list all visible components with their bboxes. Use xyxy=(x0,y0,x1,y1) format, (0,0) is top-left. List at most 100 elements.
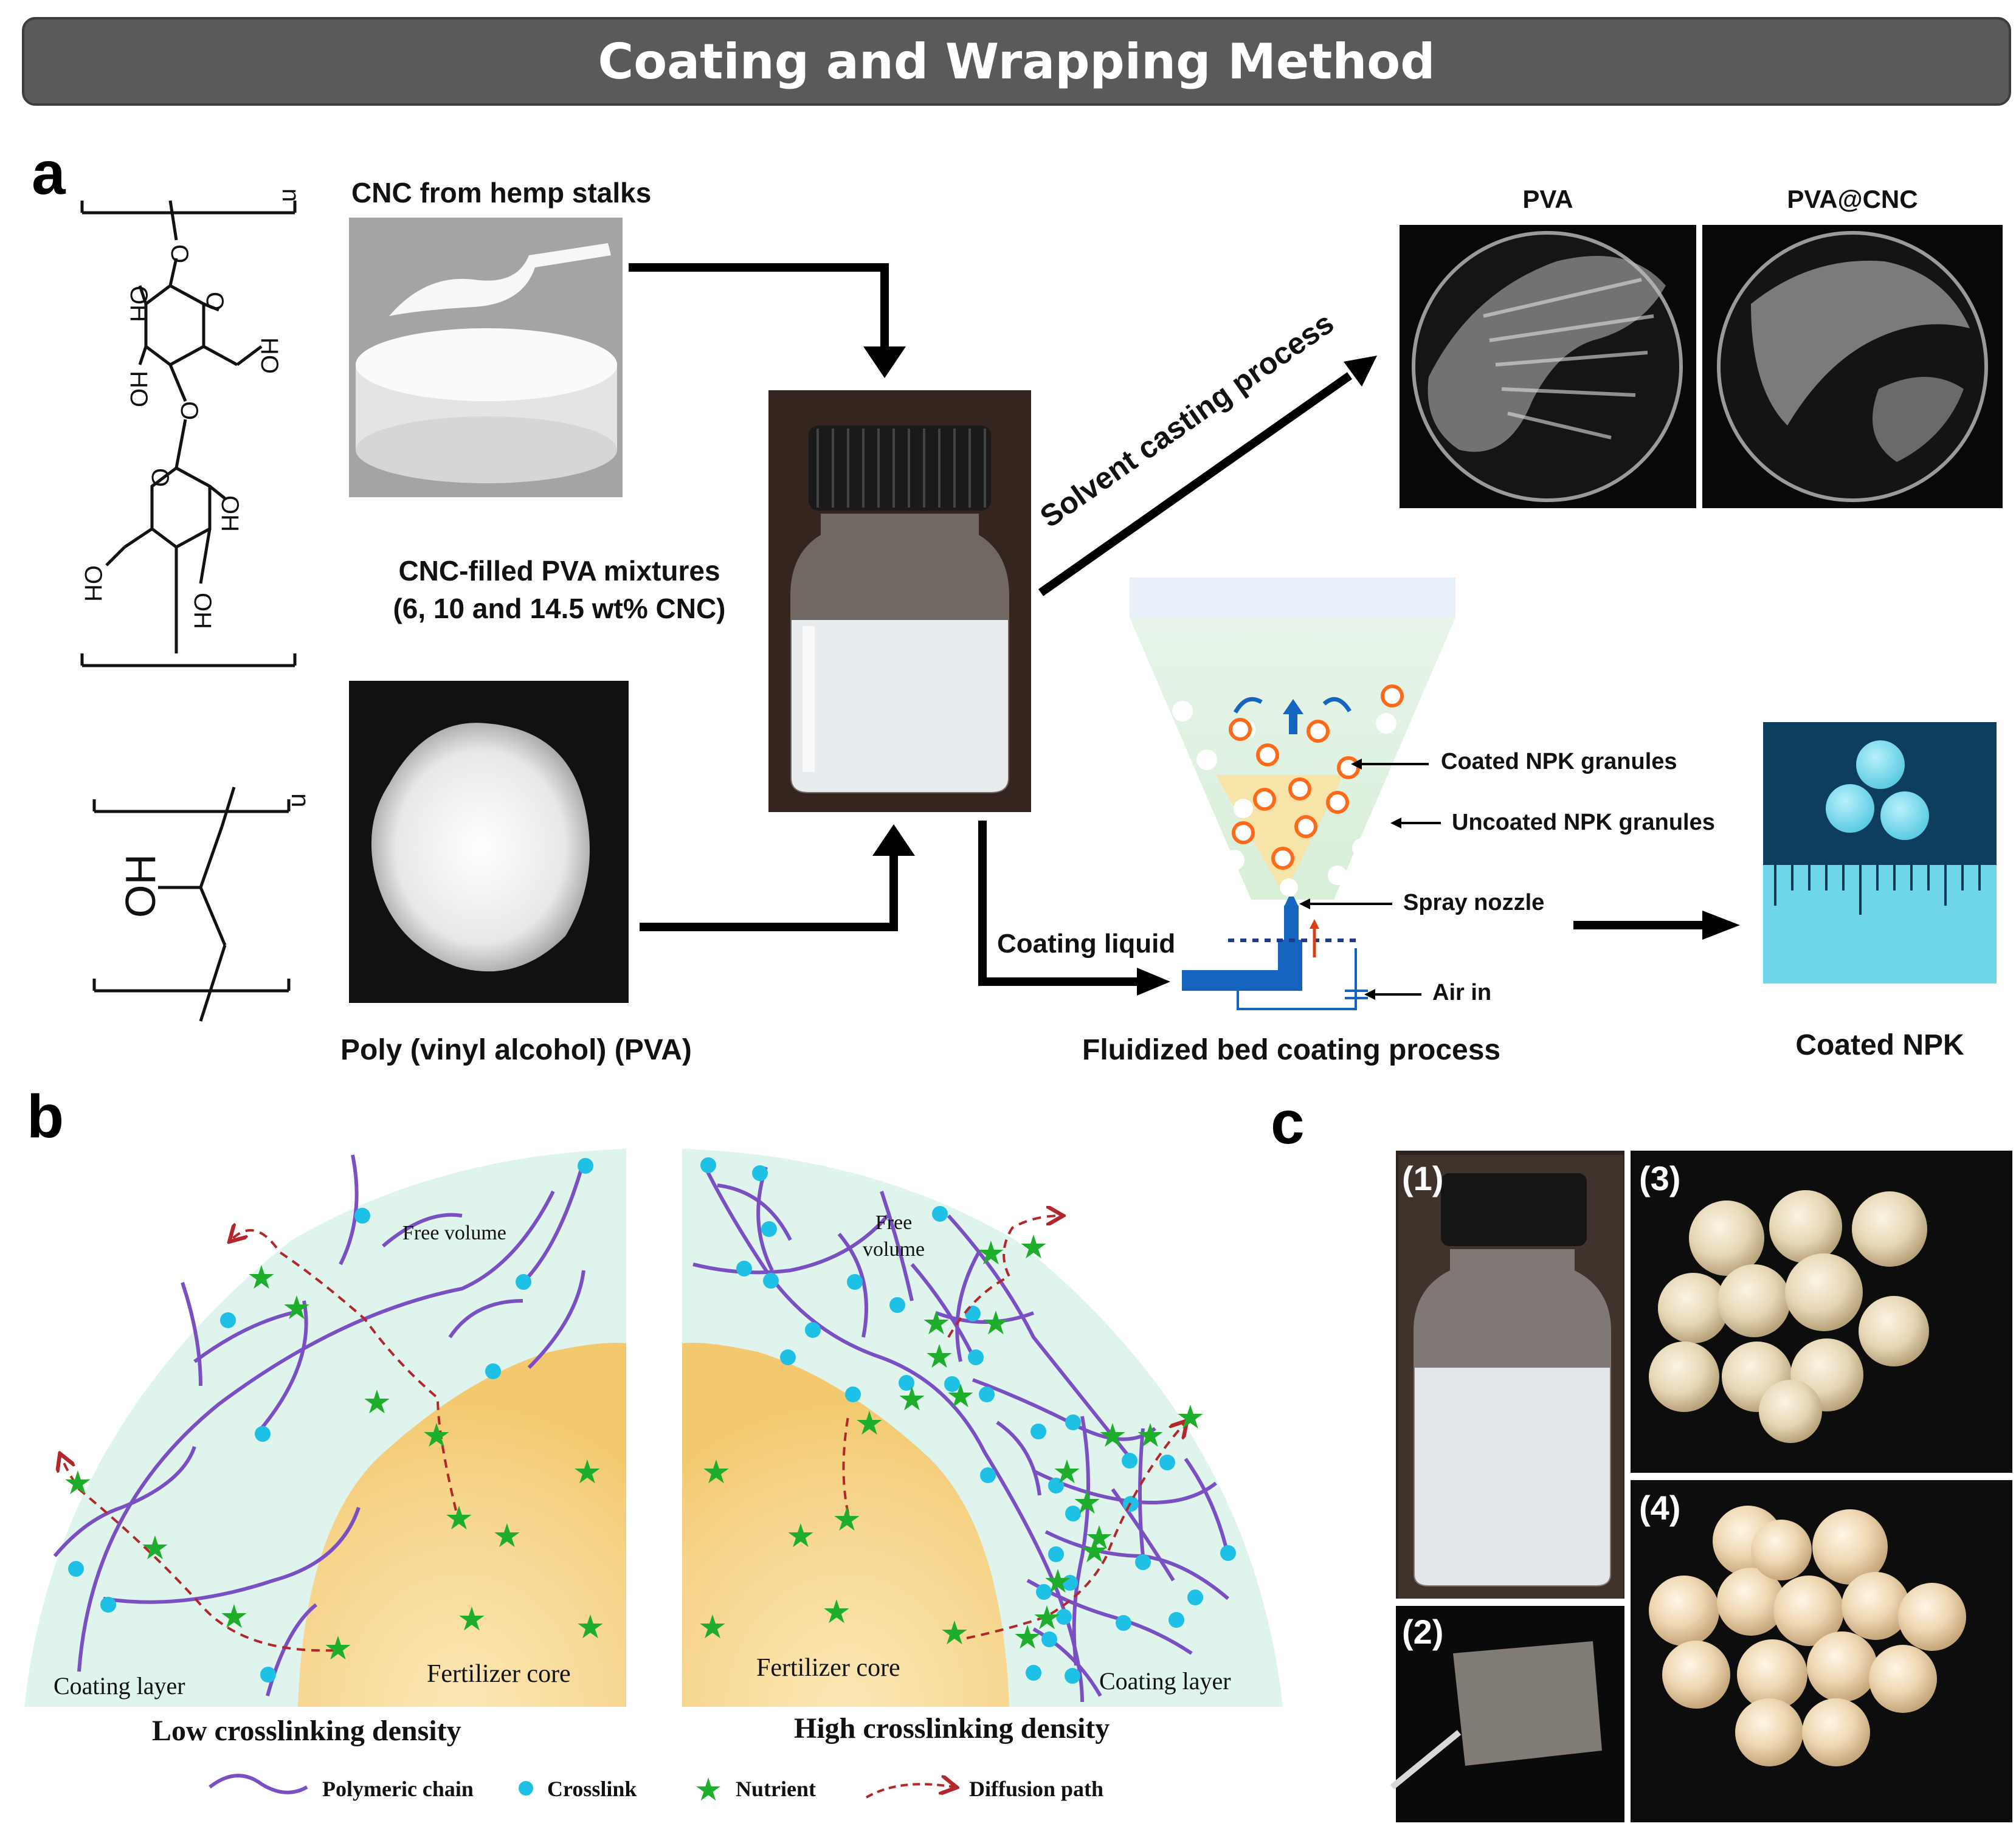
mixture-label: CNC-filled PVA mixtures (6, 10 and 14.5 … xyxy=(340,552,778,627)
film-pva-cnc-label: PVA@CNC xyxy=(1787,185,1918,213)
svg-text:★: ★ xyxy=(247,1258,276,1297)
crosslinks xyxy=(68,1157,1236,1684)
svg-text:★: ★ xyxy=(63,1464,92,1502)
mixture-label-line2: (6, 10 and 14.5 wt% CNC) xyxy=(393,593,726,624)
coating-layer-right: Coating layer xyxy=(1099,1667,1231,1695)
svg-text:★: ★ xyxy=(219,1597,249,1636)
legend-nutrient-label: Nutrient xyxy=(736,1777,816,1801)
ring-oxygen-2: O xyxy=(201,292,228,311)
svg-text:★: ★ xyxy=(702,1453,731,1491)
coating-low-density xyxy=(24,1149,626,1707)
panel-b-legend: ★ xyxy=(209,1772,954,1808)
free-volume-left: Free volume xyxy=(402,1222,506,1244)
repeat-n-bottom: n xyxy=(286,793,315,807)
svg-text:★: ★ xyxy=(1052,1453,1082,1491)
svg-text:★: ★ xyxy=(897,1380,927,1418)
diffusion-paths xyxy=(61,1216,1186,1652)
ring-oxygen-4: O xyxy=(147,468,173,487)
svg-text:★: ★ xyxy=(922,1304,951,1342)
svg-text:★: ★ xyxy=(457,1600,486,1638)
hydroxyl-3: HO xyxy=(256,337,283,374)
svg-text:★: ★ xyxy=(576,1608,605,1646)
low-density-label: Low crosslinking density xyxy=(152,1715,461,1747)
panel-c-photo-3 xyxy=(1631,1151,2012,1473)
hydroxyl-5: OH xyxy=(80,565,106,602)
pva-label: Poly (vinyl alcohol) (PVA) xyxy=(340,1034,692,1066)
svg-text:★: ★ xyxy=(282,1289,311,1327)
repeat-n-top: n xyxy=(277,188,304,202)
svg-text:★: ★ xyxy=(444,1499,474,1537)
legend-crosslink-label: Crosslink xyxy=(547,1777,637,1801)
ring-oxygen-1: O xyxy=(166,244,193,263)
panel-label-c: c xyxy=(1271,1089,1305,1157)
svg-text:★: ★ xyxy=(1080,1532,1109,1570)
svg-text:★: ★ xyxy=(323,1629,353,1667)
svg-text:★: ★ xyxy=(362,1383,392,1421)
svg-text:★: ★ xyxy=(981,1304,1010,1342)
coating-high-density xyxy=(682,1149,1283,1707)
fluidized-bed-diagram xyxy=(1130,577,1455,1010)
pva-cnc-film-photo xyxy=(1702,225,2003,508)
free-volume-right-1: Free xyxy=(875,1211,913,1234)
panel-c-photo-4 xyxy=(1631,1480,2012,1822)
svg-text:★: ★ xyxy=(855,1404,884,1442)
panel-label-a: a xyxy=(32,139,66,207)
legend-diffusion-label: Diffusion path xyxy=(969,1777,1104,1801)
svg-text:★: ★ xyxy=(1043,1562,1072,1600)
subpanel-2-label: (2) xyxy=(1402,1613,1444,1651)
air-in-label: Air in xyxy=(1432,980,1492,1005)
cnc-label: CNC from hemp stalks xyxy=(351,177,652,208)
fertilizer-core-left: Fertilizer core xyxy=(427,1660,571,1688)
coating-liquid-label: Coating liquid xyxy=(997,929,1176,959)
svg-text:★: ★ xyxy=(786,1517,815,1555)
panel-label-b: b xyxy=(27,1083,64,1151)
subpanel-4-label: (4) xyxy=(1639,1489,1681,1527)
hydroxyl-2: HO xyxy=(125,371,152,407)
polymer-chains-left xyxy=(53,1154,585,1696)
panel-c-photo-2 xyxy=(1390,1606,1624,1822)
svg-text:★: ★ xyxy=(1013,1618,1042,1656)
svg-text:★: ★ xyxy=(1019,1228,1048,1266)
svg-text:★: ★ xyxy=(694,1772,723,1808)
svg-text:★: ★ xyxy=(940,1614,969,1652)
polymer-chains-right xyxy=(692,1166,1230,1703)
hydroxyl-6: OH xyxy=(189,593,216,629)
svg-text:★: ★ xyxy=(1085,1518,1114,1557)
pva-film-photo xyxy=(1400,225,1696,508)
film-pva-label: PVA xyxy=(1522,185,1573,213)
svg-text:★: ★ xyxy=(140,1529,170,1567)
high-density-label: High crosslinking density xyxy=(794,1712,1110,1745)
svg-text:★: ★ xyxy=(822,1593,851,1631)
hydroxyl-4: OH xyxy=(216,495,243,532)
free-volume-right: Free volume xyxy=(857,1210,930,1263)
uncoated-granules-label: Uncoated NPK granules xyxy=(1452,810,1715,835)
nutrients: ★★★ ★★★ ★★★ ★★★ ★ ★★★ ★★★ ★★★ ★★★ ★★★ ★★… xyxy=(63,1228,1205,1667)
panel-c-photo-1 xyxy=(1396,1151,1624,1599)
free-volume-right-2: volume xyxy=(863,1238,925,1261)
mixture-bottle-photo xyxy=(768,390,1031,812)
svg-text:★: ★ xyxy=(698,1608,727,1646)
process-arrows xyxy=(629,263,1740,996)
svg-text:★: ★ xyxy=(492,1517,522,1555)
subpanel-3-label: (3) xyxy=(1639,1159,1681,1197)
svg-text:★: ★ xyxy=(1032,1599,1062,1637)
svg-text:★: ★ xyxy=(976,1234,1006,1272)
pva-powder-photo xyxy=(349,681,629,1003)
fertilizer-core-right: Fertilizer core xyxy=(756,1654,900,1682)
svg-text:★: ★ xyxy=(422,1416,451,1455)
svg-text:★: ★ xyxy=(1072,1483,1102,1521)
coated-granules-label: Coated NPK granules xyxy=(1441,749,1677,774)
svg-text:★: ★ xyxy=(1176,1398,1205,1436)
svg-text:★: ★ xyxy=(573,1453,602,1491)
cellulose-labels: O O O O OH HO HO OH OH OH n xyxy=(80,188,304,629)
pva-hydroxyl: OH xyxy=(117,854,164,918)
pva-structure xyxy=(92,787,291,1022)
legend-chain-label: Polymeric chain xyxy=(322,1777,474,1801)
svg-text:★: ★ xyxy=(925,1337,954,1376)
title-banner: Coating and Wrapping Method xyxy=(22,17,2011,106)
spray-nozzle-label: Spray nozzle xyxy=(1403,890,1545,915)
pva-labels: OH n xyxy=(117,793,315,918)
svg-text:★: ★ xyxy=(946,1377,975,1415)
svg-text:★: ★ xyxy=(1136,1416,1165,1455)
